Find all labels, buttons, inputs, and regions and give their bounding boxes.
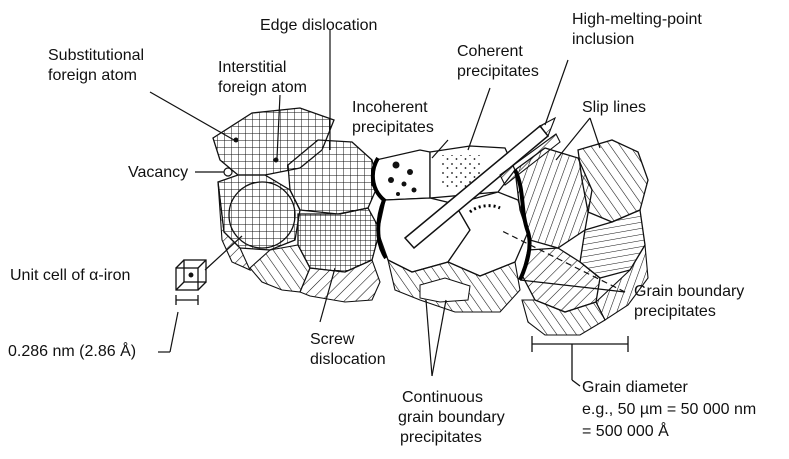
label-screw-line2: dislocation (310, 350, 386, 369)
label-coherent-line2: precipitates (457, 62, 539, 81)
label-continuous-line3: precipitates (400, 428, 482, 447)
label-grain-diameter-line2: e.g., 50 µm = 50 000 nm (582, 400, 756, 419)
label-screw-line1: Screw (310, 330, 354, 349)
label-interstitial-line1: Interstitial (218, 58, 286, 77)
label-interstitial-line2: foreign atom (218, 78, 307, 97)
label-incoherent-line2: precipitates (352, 118, 434, 137)
label-grain-boundary-prec-line1: Grain boundary (634, 282, 744, 301)
label-edge-dislocation: Edge dislocation (260, 16, 377, 35)
label-slip-lines: Slip lines (582, 98, 646, 117)
label-substitutional-line2: foreign atom (48, 66, 137, 85)
unit-cell-cube (176, 260, 206, 305)
label-substitutional-line1: Substitutional (48, 46, 144, 65)
label-unit-cell: Unit cell of α-iron (10, 266, 130, 285)
label-high-melting-line1: High-melting-point (572, 10, 702, 29)
label-incoherent-line1: Incoherent (352, 98, 428, 117)
interstitial-marker (274, 158, 279, 163)
label-lattice-constant: 0.286 nm (2.86 Å) (8, 342, 136, 361)
right-grain-block (515, 140, 648, 335)
substitutional-marker (234, 138, 239, 143)
label-continuous-line1: Continuous (402, 388, 483, 407)
label-continuous-line2: grain boundary (398, 408, 505, 427)
label-grain-diameter-line1: Grain diameter (582, 378, 688, 397)
left-grain-block (213, 108, 380, 302)
label-coherent-line1: Coherent (457, 42, 523, 61)
label-high-melting-line2: inclusion (572, 30, 634, 49)
vacancy-marker (224, 168, 232, 176)
label-vacancy: Vacancy (128, 163, 188, 182)
label-grain-boundary-prec-line2: precipitates (634, 302, 716, 321)
label-grain-diameter-line3: = 500 000 Å (582, 422, 669, 441)
